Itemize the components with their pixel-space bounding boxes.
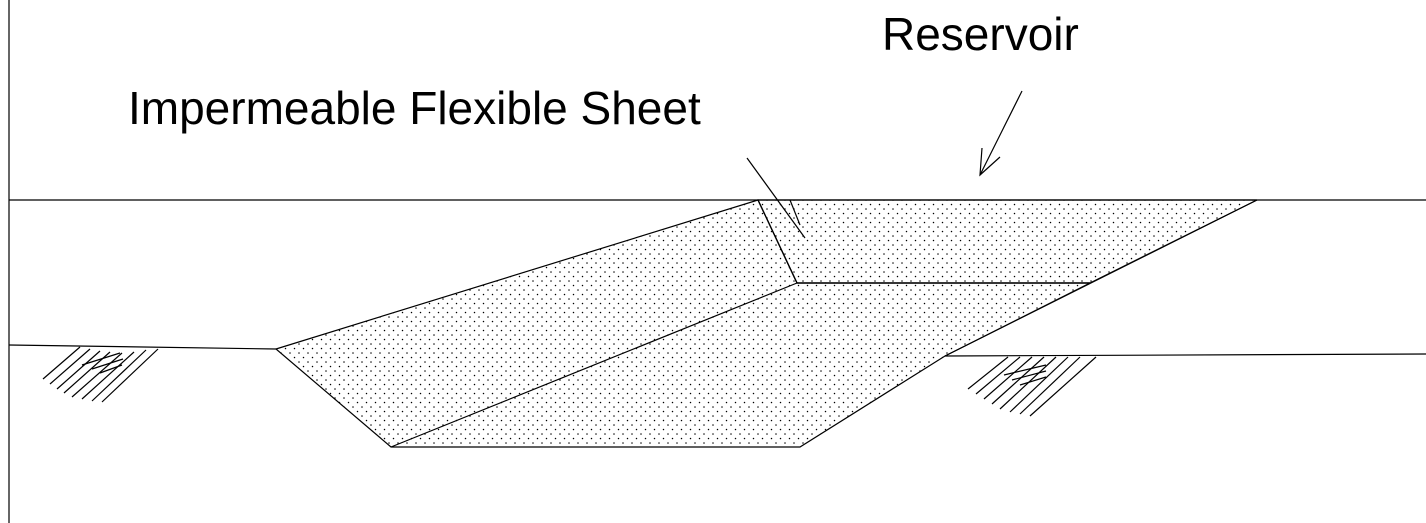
reservoir-label: Reservoir <box>882 8 1079 60</box>
impermeable-sheet-line <box>390 282 798 448</box>
ground-hatch-right <box>967 356 1097 417</box>
reservoir-fill-zone <box>757 199 1258 284</box>
reservoir-arrow-line <box>979 90 1023 176</box>
ground-hatch-left <box>42 346 159 403</box>
sheet-upper-edge <box>757 199 798 284</box>
ground-surface-right <box>944 353 1426 357</box>
impermeable-sheet-label: Impermeable Flexible Sheet <box>128 82 701 134</box>
downstream-slope-line <box>944 199 1258 357</box>
sheet-leader-tick <box>789 199 801 226</box>
sheet-leader-line <box>746 157 806 239</box>
ground-surface-left <box>8 344 277 350</box>
reservoir-arrow-head <box>979 147 1001 177</box>
